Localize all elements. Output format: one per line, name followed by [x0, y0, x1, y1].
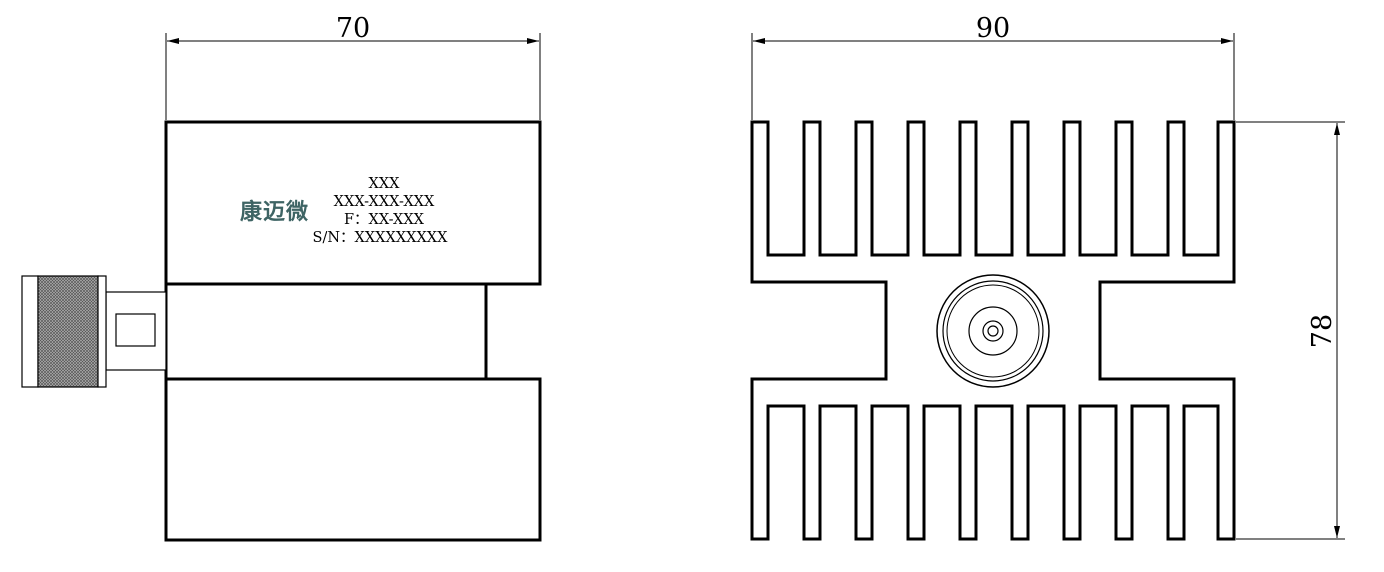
label-line-2: XXX-XXX-XXX — [334, 194, 435, 210]
dimension-side-width: 70 — [165, 13, 541, 120]
heat-sink-outline — [750, 120, 1236, 541]
product-label: 康迈微 XXX XXX-XXX-XXX F：XX-XXX S/N：XXXXXXX… — [240, 176, 448, 246]
label-line-1: XXX — [369, 176, 401, 192]
dimension-front-height: 78 — [1236, 121, 1345, 540]
knurled-nut — [37, 275, 99, 388]
brand-logo-text: 康迈微 — [240, 199, 309, 225]
dimension-label-90: 90 — [976, 13, 1010, 44]
n-type-connector — [21, 275, 167, 388]
connector-center-pin — [987, 325, 999, 337]
dimension-front-width: 90 — [751, 13, 1235, 120]
dimension-label-78: 78 — [1307, 314, 1338, 348]
lower-body-block — [164, 377, 542, 542]
connector-window — [115, 313, 156, 347]
label-line-4: S/N：XXXXXXXXX — [313, 230, 449, 246]
side-view: 70 康迈微 XXX XXX-XXX-XXX F：XX-XXX S/N：XXXX… — [21, 13, 542, 542]
dimension-label-70: 70 — [336, 13, 370, 44]
front-connector — [936, 274, 1050, 388]
connector-nut-edge — [21, 275, 39, 388]
label-line-3: F：XX-XXX — [344, 212, 425, 228]
front-view: 90 78 — [750, 13, 1345, 541]
connector-nut-rim — [97, 275, 107, 388]
middle-body-block — [164, 282, 488, 381]
